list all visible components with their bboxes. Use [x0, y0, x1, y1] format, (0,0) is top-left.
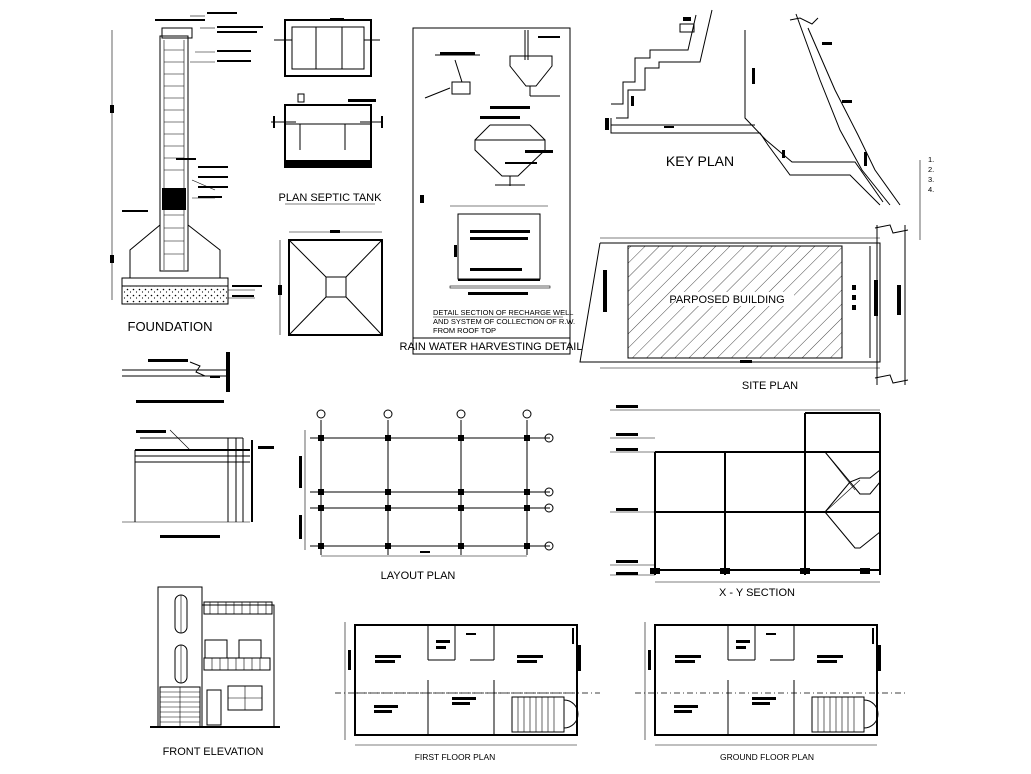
ground-floor-plan-title: GROUND FLOOR PLAN — [720, 752, 814, 762]
rwh-note-line-3: FROM ROOF TOP — [433, 326, 496, 335]
rwh-note-line-1: DETAIL SECTION OF RECHARGE WELL — [433, 308, 573, 317]
key-plan-title: KEY PLAN — [666, 153, 734, 169]
layout-plan-drawing: LAYOUT PLAN — [299, 409, 554, 582]
site-plan-drawing: PARPOSED BUILDING SITE PLAN — [579, 224, 909, 392]
note-4: 4. — [928, 185, 934, 194]
site-plan-building-label: PARPOSED BUILDING — [669, 294, 784, 306]
first-floor-plan-drawing: FIRST FLOOR PLAN — [335, 622, 600, 762]
front-elevation-title: FRONT ELEVATION — [163, 746, 264, 758]
xy-section-drawing: X - Y SECTION — [610, 405, 881, 599]
rwh-detail-drawing: DETAIL SECTION OF RECHARGE WELL AND SYST… — [400, 27, 583, 355]
ground-floor-plan-drawing: GROUND FLOOR PLAN — [635, 622, 905, 762]
layout-plan-title: LAYOUT PLAN — [381, 570, 456, 582]
rwh-note-line-2: AND SYSTEM OF COLLECTION OF R.W. — [433, 317, 575, 326]
first-floor-plan-title: FIRST FLOOR PLAN — [415, 752, 496, 762]
foundation-drawing: FOUNDATION — [110, 12, 263, 334]
septic-tank-drawing: PLAN SEPTIC TANK — [271, 18, 383, 336]
note-1: 1. — [928, 155, 934, 164]
front-elevation-drawing: FRONT ELEVATION — [150, 586, 280, 758]
septic-tank-title: PLAN SEPTIC TANK — [279, 192, 383, 204]
detail-small-drawings — [122, 352, 274, 538]
note-2: 2. — [928, 165, 934, 174]
site-plan-title: SITE PLAN — [742, 380, 798, 392]
rwh-title: RAIN WATER HARVESTING DETAIL — [400, 341, 583, 353]
xy-section-title: X - Y SECTION — [719, 587, 795, 599]
note-3: 3. — [928, 175, 934, 184]
key-plan-drawing: KEY PLAN 1. 2. 3. 4. — [605, 9, 934, 240]
foundation-title: FOUNDATION — [128, 319, 213, 334]
